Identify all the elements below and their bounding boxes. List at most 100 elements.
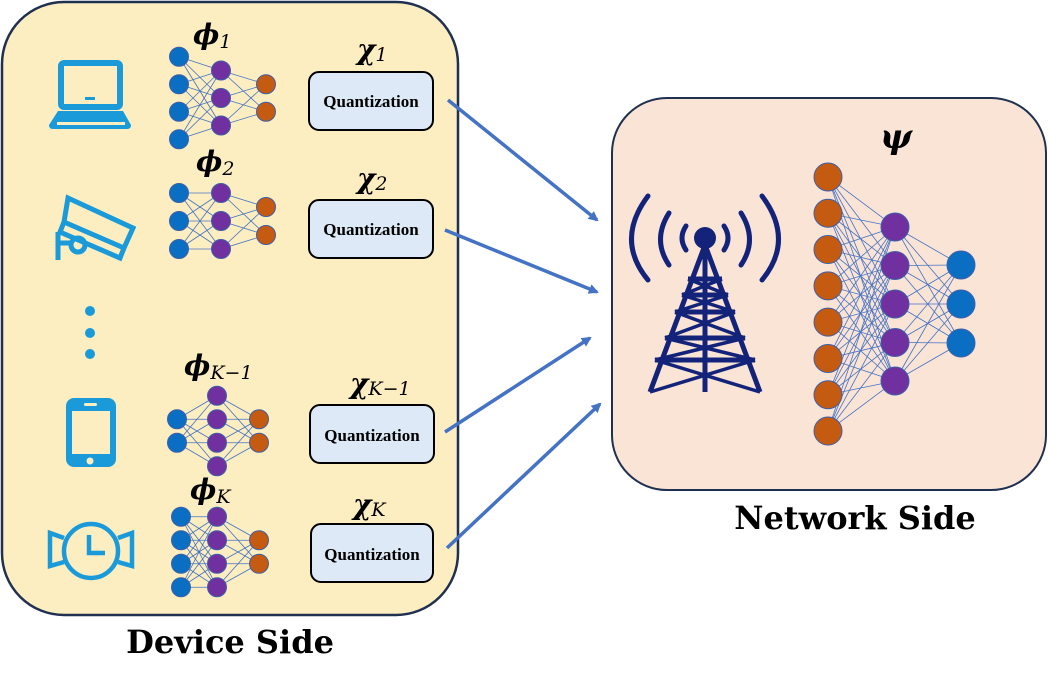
network-node (211, 115, 231, 136)
network-edge (827, 303, 896, 395)
network-node (211, 60, 231, 81)
network-node (880, 328, 910, 357)
network-node (211, 239, 231, 259)
network-edge (827, 213, 896, 305)
network-node (880, 289, 910, 319)
network-edge (827, 265, 896, 323)
vertical-ellipsis-icon (85, 306, 95, 359)
network-node (207, 553, 227, 574)
network-edge (176, 395, 218, 444)
network-node (256, 225, 276, 245)
network-node (813, 416, 843, 446)
laptop-icon (49, 60, 131, 129)
neural-network-device-k (171, 506, 269, 598)
network-node (171, 530, 191, 551)
network-edge (894, 264, 962, 343)
network-edge (216, 539, 260, 588)
network-edge (827, 342, 896, 432)
network-edge (827, 249, 896, 382)
network-node (207, 530, 227, 551)
network-edge (827, 285, 896, 382)
network-edge (827, 176, 896, 305)
network-edge (894, 303, 962, 382)
smartwatch-icon (47, 521, 135, 581)
neural-network-device-k-1 (167, 385, 269, 477)
network-node (813, 271, 843, 301)
quant-label-chi-k-1: χK−1 (348, 367, 411, 400)
network-node (207, 577, 227, 598)
network-edge (220, 206, 267, 250)
quantization-block-k: Quantization (310, 523, 434, 583)
network-node (171, 506, 191, 527)
security-camera-icon (55, 194, 137, 262)
network-edge (894, 264, 962, 382)
network-node (813, 198, 843, 228)
arrow-device-k (445, 402, 602, 550)
quantization-label: Quantization (324, 545, 420, 564)
neural-network-server (813, 162, 976, 446)
network-edge (827, 176, 896, 266)
network-node (169, 239, 189, 259)
network-node (249, 432, 269, 453)
network-node (169, 129, 189, 150)
network-node (813, 380, 843, 410)
uplink-arrows (444, 98, 602, 550)
network-node (171, 577, 191, 598)
network-edge (220, 83, 267, 126)
network-node (946, 289, 976, 319)
network-node (256, 74, 276, 95)
network-edge (827, 285, 896, 343)
neural-network-device-1 (169, 46, 276, 150)
network-node (813, 307, 843, 337)
quantization-label: Quantization (323, 220, 419, 239)
network-edge (216, 418, 260, 467)
network-node (249, 409, 269, 430)
network-edge (827, 226, 896, 359)
network-edge (827, 321, 896, 382)
network-edge (827, 249, 896, 343)
network-node (169, 211, 189, 231)
network-node (880, 251, 910, 280)
network-edge (827, 213, 896, 343)
server-model-label-psi: ψ (880, 117, 913, 157)
quantization-block-1: Quantization (308, 71, 434, 131)
network-edge (827, 265, 896, 359)
network-node (946, 250, 976, 280)
network-side-title: Network Side (734, 499, 975, 537)
network-edge (827, 226, 896, 287)
model-label-phi-1: ϕ1 (193, 18, 231, 53)
quantization-label: Quantization (324, 426, 420, 445)
network-edge (180, 516, 218, 588)
quantization-block-2: Quantization (308, 199, 434, 259)
network-edge (827, 303, 896, 432)
network-node (880, 366, 910, 396)
cell-tower-icon (629, 193, 781, 394)
arrow-device-2 (444, 228, 599, 294)
network-node (211, 88, 231, 108)
network-node (207, 409, 227, 430)
network-node (946, 328, 976, 358)
quant-label-chi-1: χ1 (355, 33, 388, 66)
model-label-phi-k: ϕK (190, 473, 232, 508)
network-node (256, 197, 276, 217)
network-node (256, 101, 276, 122)
network-node (167, 409, 187, 430)
network-node (169, 101, 189, 122)
network-edge (178, 192, 222, 250)
network-node (249, 553, 269, 574)
network-node (813, 235, 843, 265)
device-side-title: Device Side (126, 623, 334, 661)
network-node (207, 456, 227, 477)
arrow-device-k-1 (444, 336, 592, 434)
quant-label-chi-2: χ2 (355, 162, 388, 195)
network-node (880, 212, 910, 242)
network-node (211, 211, 231, 231)
network-node (813, 162, 843, 192)
network-node (813, 343, 843, 373)
network-node (169, 46, 189, 67)
model-label-phi-k-1: ϕK−1 (184, 349, 253, 384)
smartphone-icon (66, 398, 116, 467)
network-node (207, 506, 227, 527)
network-node (171, 553, 191, 574)
